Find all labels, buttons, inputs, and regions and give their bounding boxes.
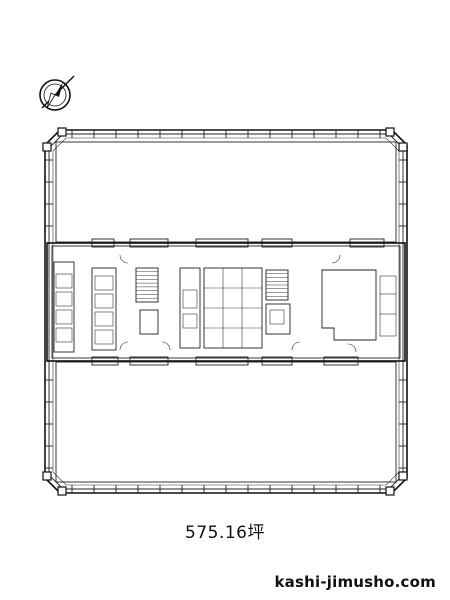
stair-west — [135, 267, 159, 303]
office-area-south — [55, 361, 397, 483]
building-core — [46, 238, 406, 366]
site-watermark: kashi-jimusho.com — [274, 573, 436, 591]
stair-east — [265, 269, 289, 301]
building-outline — [44, 129, 408, 494]
window-mullions — [45, 130, 407, 493]
door-swings — [119, 254, 357, 353]
elevator-bank-west — [53, 261, 117, 353]
office-area-north — [55, 141, 397, 243]
floor-area-label: 575.16坪 — [185, 523, 265, 543]
corner-columns — [42, 127, 408, 496]
north-arrow-icon — [39, 75, 75, 111]
utility-room-east — [321, 269, 397, 341]
core-rooms — [139, 267, 291, 349]
